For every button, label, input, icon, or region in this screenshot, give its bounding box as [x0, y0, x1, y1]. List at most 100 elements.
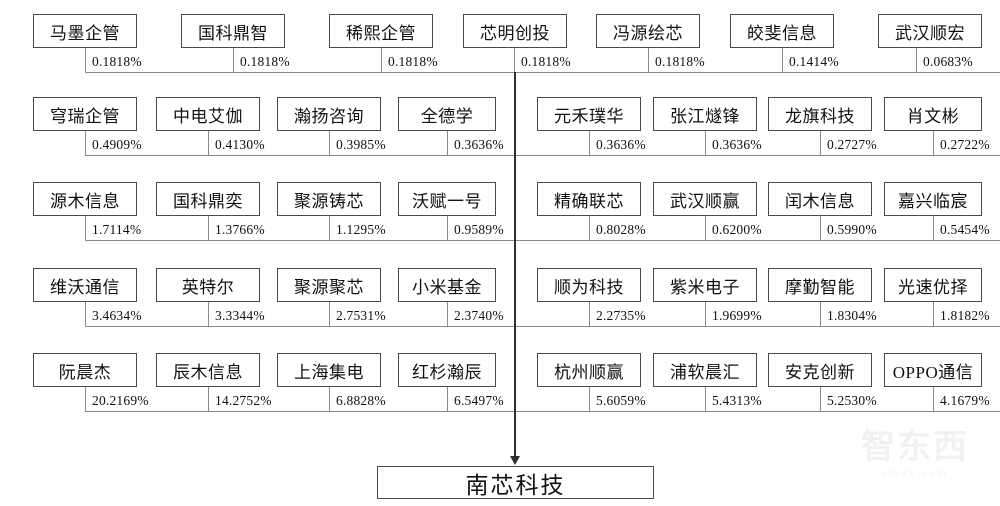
percent-label: 0.3636% [452, 137, 506, 153]
shareholder-node[interactable]: 张江燧锋 [653, 97, 757, 131]
shareholder-name: 穹瑞企管 [50, 106, 120, 126]
shareholder-node[interactable]: 辰木信息 [156, 353, 260, 387]
connector-drop [933, 131, 935, 155]
shareholder-node[interactable]: 芯明创投 [463, 14, 567, 48]
shareholder-name: 龙旗科技 [785, 106, 855, 126]
shareholder-node[interactable]: 小米基金 [398, 268, 496, 302]
connector-drop [933, 387, 935, 411]
shareholder-name: 稀熙企管 [346, 23, 416, 43]
shareholder-node[interactable]: 武汉顺赢 [653, 182, 757, 216]
shareholder-node[interactable]: 瀚扬咨询 [277, 97, 381, 131]
shareholder-name: 元禾璞华 [554, 106, 624, 126]
shareholder-node[interactable]: 肖文彬 [884, 97, 982, 131]
connector-drop [233, 48, 235, 72]
shareholder-node[interactable]: 国科鼎奕 [156, 182, 260, 216]
shareholder-name: 聚源铸芯 [294, 191, 364, 211]
shareholder-node[interactable]: 武汉顺宏 [878, 14, 982, 48]
shareholder-name: 国科鼎智 [198, 23, 268, 43]
watermark-logo-text: 智东西 [861, 428, 969, 466]
company-name: 南芯科技 [465, 472, 566, 498]
connector-drop [329, 131, 331, 155]
shareholder-name: 小米基金 [412, 277, 482, 297]
percent-label: 0.3985% [334, 137, 388, 153]
connector-drop [208, 216, 210, 240]
percent-label: 5.2530% [825, 393, 879, 409]
shareholder-node[interactable]: 皎斐信息 [730, 14, 834, 48]
shareholder-name: 皎斐信息 [747, 23, 817, 43]
percent-label: 0.4909% [90, 137, 144, 153]
shareholder-node[interactable]: 红杉瀚辰 [398, 353, 496, 387]
shareholder-name: 精确联芯 [554, 191, 624, 211]
shareholder-node[interactable]: 精确联芯 [537, 182, 641, 216]
shareholder-node[interactable]: 龙旗科技 [768, 97, 872, 131]
shareholder-node[interactable]: 元禾璞华 [537, 97, 641, 131]
percent-label: 1.3766% [213, 222, 267, 238]
percent-label: 14.2752% [213, 393, 274, 409]
connector-drop [381, 48, 383, 72]
shareholder-node[interactable]: 英特尔 [156, 268, 260, 302]
shareholder-node[interactable]: 顺为科技 [537, 268, 641, 302]
shareholder-node[interactable]: 聚源聚芯 [277, 268, 381, 302]
percent-label: 0.2722% [938, 137, 992, 153]
company-node[interactable]: 南芯科技 [377, 466, 654, 499]
shareholder-node[interactable]: 稀熙企管 [329, 14, 433, 48]
connector-drop [85, 387, 87, 411]
shareholder-node[interactable]: 马墨企管 [33, 14, 137, 48]
connector-rail [85, 411, 1000, 413]
shareholder-name: 中电艾伽 [173, 106, 243, 126]
shareholder-node[interactable]: 杭州顺赢 [537, 353, 641, 387]
shareholder-node[interactable]: 维沃通信 [33, 268, 137, 302]
shareholder-node[interactable]: 聚源铸芯 [277, 182, 381, 216]
shareholder-node[interactable]: 沃赋一号 [398, 182, 496, 216]
shareholder-name: 浦软晨汇 [670, 362, 740, 382]
shareholder-name: 国科鼎奕 [173, 191, 243, 211]
shareholder-name: 顺为科技 [554, 277, 624, 297]
connector-drop [208, 131, 210, 155]
shareholder-name: 阮晨杰 [58, 362, 112, 382]
shareholder-name: 嘉兴临宸 [898, 191, 968, 211]
connector-drop [916, 48, 918, 72]
shareholder-name: 安克创新 [785, 362, 855, 382]
percent-label: 20.2169% [90, 393, 151, 409]
percent-label: 1.8304% [825, 308, 879, 324]
connector-drop [782, 48, 784, 72]
shareholder-node[interactable]: 安克创新 [768, 353, 872, 387]
shareholder-node[interactable]: 闰木信息 [768, 182, 872, 216]
shareholder-node[interactable]: 全德学 [398, 97, 496, 131]
shareholder-name: OPPO通信 [892, 362, 974, 382]
percent-label: 0.5990% [825, 222, 879, 238]
percent-label: 2.2735% [594, 308, 648, 324]
percent-label: 0.3636% [594, 137, 648, 153]
shareholder-node[interactable]: 中电艾伽 [156, 97, 260, 131]
shareholder-name: 瀚扬咨询 [294, 106, 364, 126]
shareholder-node[interactable]: 光速优择 [884, 268, 982, 302]
connector-drop [85, 216, 87, 240]
shareholder-node[interactable]: 穹瑞企管 [33, 97, 137, 131]
shareholder-node[interactable]: 嘉兴临宸 [884, 182, 982, 216]
shareholder-node[interactable]: 国科鼎智 [181, 14, 285, 48]
shareholder-node[interactable]: 紫米电子 [653, 268, 757, 302]
connector-drop [933, 302, 935, 326]
connector-drop [933, 216, 935, 240]
shareholder-node[interactable]: 浦软晨汇 [653, 353, 757, 387]
percent-label: 0.4130% [213, 137, 267, 153]
shareholder-name: 杭州顺赢 [554, 362, 624, 382]
shareholder-name: 芯明创投 [480, 23, 550, 43]
connector-rail [85, 326, 1000, 328]
shareholder-node[interactable]: OPPO通信 [884, 353, 982, 387]
shareholder-node[interactable]: 冯源绘芯 [596, 14, 700, 48]
percent-label: 2.3740% [452, 308, 506, 324]
shareholder-name: 源木信息 [50, 191, 120, 211]
connector-drop [705, 302, 707, 326]
connector-drop [705, 216, 707, 240]
connector-rail [85, 155, 1000, 157]
percent-label: 3.3344% [213, 308, 267, 324]
percent-label: 0.1818% [90, 54, 144, 70]
shareholder-node[interactable]: 阮晨杰 [33, 353, 137, 387]
connector-rail [85, 72, 1000, 74]
shareholder-node[interactable]: 上海集电 [277, 353, 381, 387]
shareholder-name: 全德学 [420, 106, 474, 126]
shareholder-node[interactable]: 源木信息 [33, 182, 137, 216]
shareholder-node[interactable]: 摩勤智能 [768, 268, 872, 302]
